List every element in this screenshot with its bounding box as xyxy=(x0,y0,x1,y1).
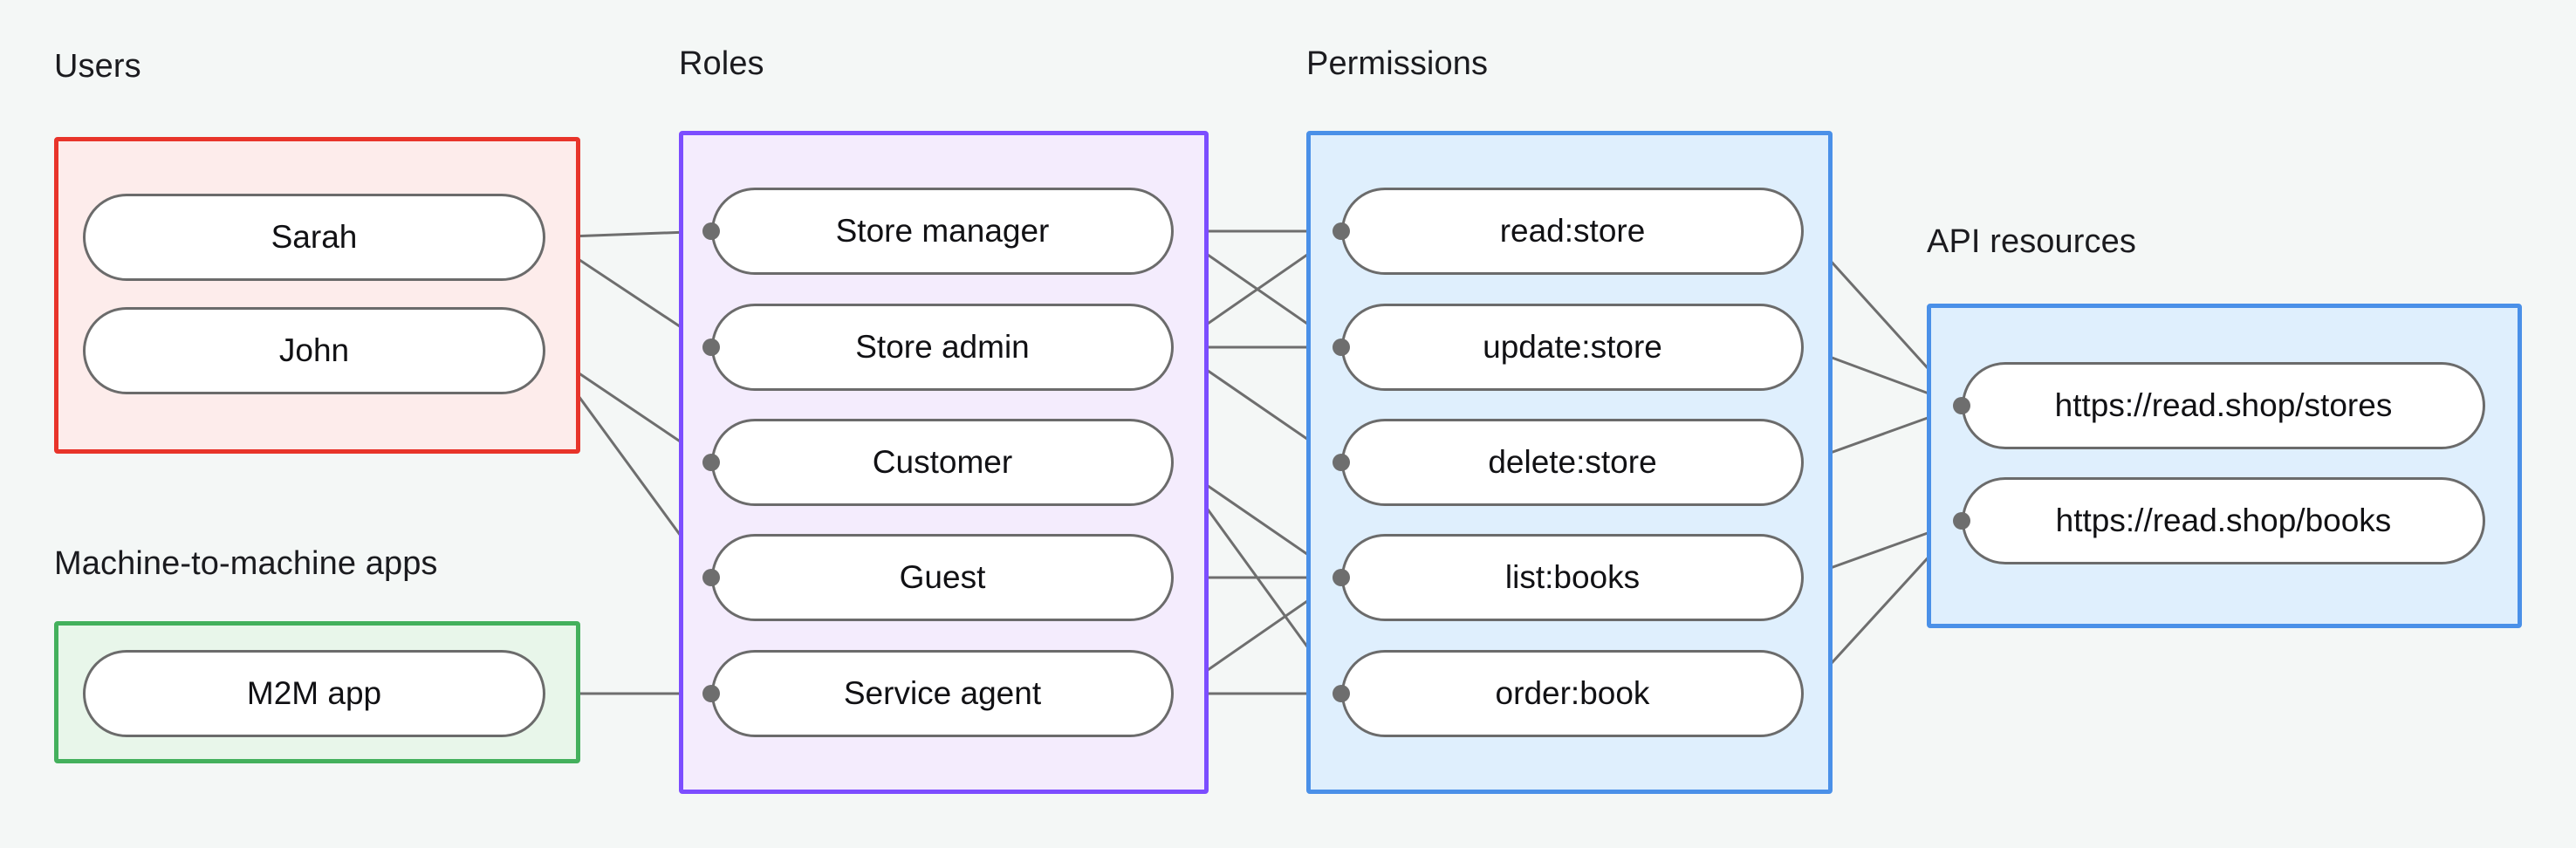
group-box-users xyxy=(54,137,580,454)
group-title-permissions: Permissions xyxy=(1306,45,1489,82)
connection-dot-update_store xyxy=(1333,339,1350,356)
connection-dot-customer xyxy=(702,454,720,471)
node-order_book[interactable]: order:book xyxy=(1341,650,1804,737)
node-update_store[interactable]: update:store xyxy=(1341,304,1804,391)
node-sarah[interactable]: Sarah xyxy=(83,194,545,281)
connection-dot-res_stores xyxy=(1953,397,1970,414)
connection-dot-store_manager xyxy=(702,222,720,240)
node-delete_store[interactable]: delete:store xyxy=(1341,419,1804,506)
connection-dot-read_store xyxy=(1333,222,1350,240)
node-store_admin[interactable]: Store admin xyxy=(711,304,1174,391)
node-res_books[interactable]: https://read.shop/books xyxy=(1962,477,2485,564)
connection-dot-delete_store xyxy=(1333,454,1350,471)
node-res_stores[interactable]: https://read.shop/stores xyxy=(1962,362,2485,449)
group-title-roles: Roles xyxy=(679,45,764,82)
connection-dot-list_books xyxy=(1333,569,1350,586)
group-box-api_resources xyxy=(1927,304,2522,628)
connection-dot-order_book xyxy=(1333,685,1350,702)
node-m2mapp[interactable]: M2M app xyxy=(83,650,545,737)
group-title-api_resources: API resources xyxy=(1927,223,2136,260)
node-list_books[interactable]: list:books xyxy=(1341,534,1804,621)
node-customer[interactable]: Customer xyxy=(711,419,1174,506)
node-service_agent[interactable]: Service agent xyxy=(711,650,1174,737)
node-guest[interactable]: Guest xyxy=(711,534,1174,621)
connection-dot-guest xyxy=(702,569,720,586)
group-title-m2m: Machine-to-machine apps xyxy=(54,545,438,582)
node-john[interactable]: John xyxy=(83,307,545,394)
connection-dot-res_books xyxy=(1953,512,1970,530)
connection-dot-service_agent xyxy=(702,685,720,702)
connection-dot-store_admin xyxy=(702,339,720,356)
node-store_manager[interactable]: Store manager xyxy=(711,188,1174,275)
group-title-users: Users xyxy=(54,48,141,85)
node-read_store[interactable]: read:store xyxy=(1341,188,1804,275)
